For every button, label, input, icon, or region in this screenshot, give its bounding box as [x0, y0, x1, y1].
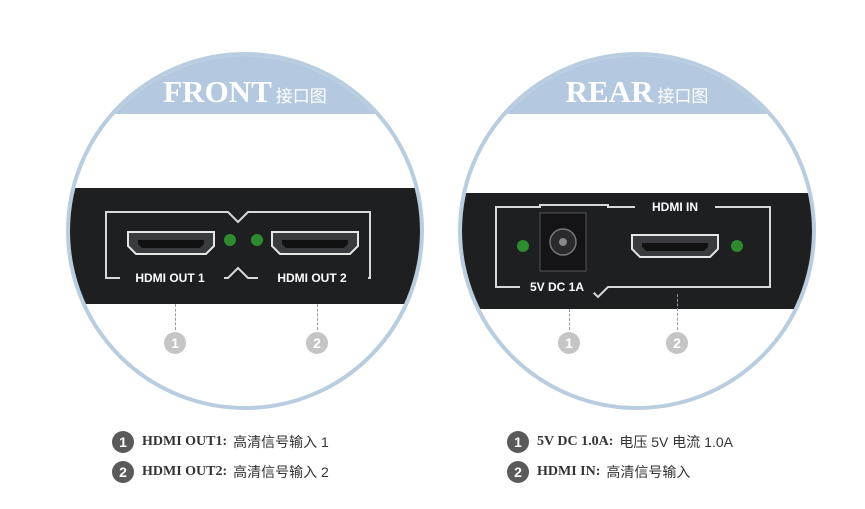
marker-1: 1 [164, 332, 186, 354]
legend-number: 2 [112, 461, 134, 483]
legend-key: HDMI OUT1: [142, 434, 228, 449]
rear-subtitle: 接口图 [657, 87, 709, 106]
legend-item: 2 HDMI OUT2: 高清信号输入 2 [112, 460, 329, 484]
rear-title: REAR [565, 74, 654, 109]
marker-2: 2 [666, 332, 688, 354]
legend-key: HDMI OUT2: [142, 464, 228, 479]
led-1 [224, 234, 236, 246]
legend-description: 电压 5V 电流 1.0A [619, 434, 733, 450]
leader-line-2 [677, 294, 678, 330]
front-subtitle: 接口图 [275, 87, 327, 106]
legend-description: 高清信号输入 [606, 464, 691, 480]
hdmi-out-1-label: HDMI OUT 1 [135, 271, 205, 285]
rear-device-face: HDMI IN 5V DC 1A [462, 193, 812, 309]
legend-item: 2 HDMI IN: 高清信号输入 [507, 460, 733, 484]
rear-legend: 1 5V DC 1.0A: 电压 5V 电流 1.0A 2 HDMI IN: 高… [507, 430, 733, 490]
hdmi-out-2-port[interactable] [271, 231, 359, 255]
power-label: 5V DC 1A [530, 280, 584, 294]
legend-description: 高清信号输入 2 [233, 464, 329, 480]
dc-power-jack[interactable] [539, 212, 587, 272]
legend-number: 1 [507, 431, 529, 453]
legend-item: 1 HDMI OUT1: 高清信号输入 1 [112, 430, 329, 454]
legend-description: 高清信号输入 1 [233, 434, 329, 450]
hdmi-in-label: HDMI IN [652, 200, 698, 214]
led-2 [251, 234, 263, 246]
legend-key: HDMI IN: [537, 464, 601, 479]
front-legend: 1 HDMI OUT1: 高清信号输入 1 2 HDMI OUT2: 高清信号输… [112, 430, 329, 490]
front-title: FRONT [163, 74, 272, 109]
hdmi-in-port[interactable] [631, 234, 719, 258]
hdmi-out-2-label: HDMI OUT 2 [277, 271, 347, 285]
legend-number: 1 [112, 431, 134, 453]
legend-number: 2 [507, 461, 529, 483]
led-signal [731, 240, 743, 252]
marker-2: 2 [306, 332, 328, 354]
leader-line-2 [317, 304, 318, 330]
led-power [517, 240, 529, 252]
marker-1: 1 [558, 332, 580, 354]
hdmi-out-1-port[interactable] [127, 231, 215, 255]
legend-key: 5V DC 1.0A: [537, 434, 614, 449]
legend-item: 1 5V DC 1.0A: 电压 5V 电流 1.0A [507, 430, 733, 454]
leader-line-1 [175, 304, 176, 330]
front-device-face: HDMI OUT 1 HDMI OUT 2 [70, 188, 420, 304]
leader-line-1 [569, 309, 570, 330]
